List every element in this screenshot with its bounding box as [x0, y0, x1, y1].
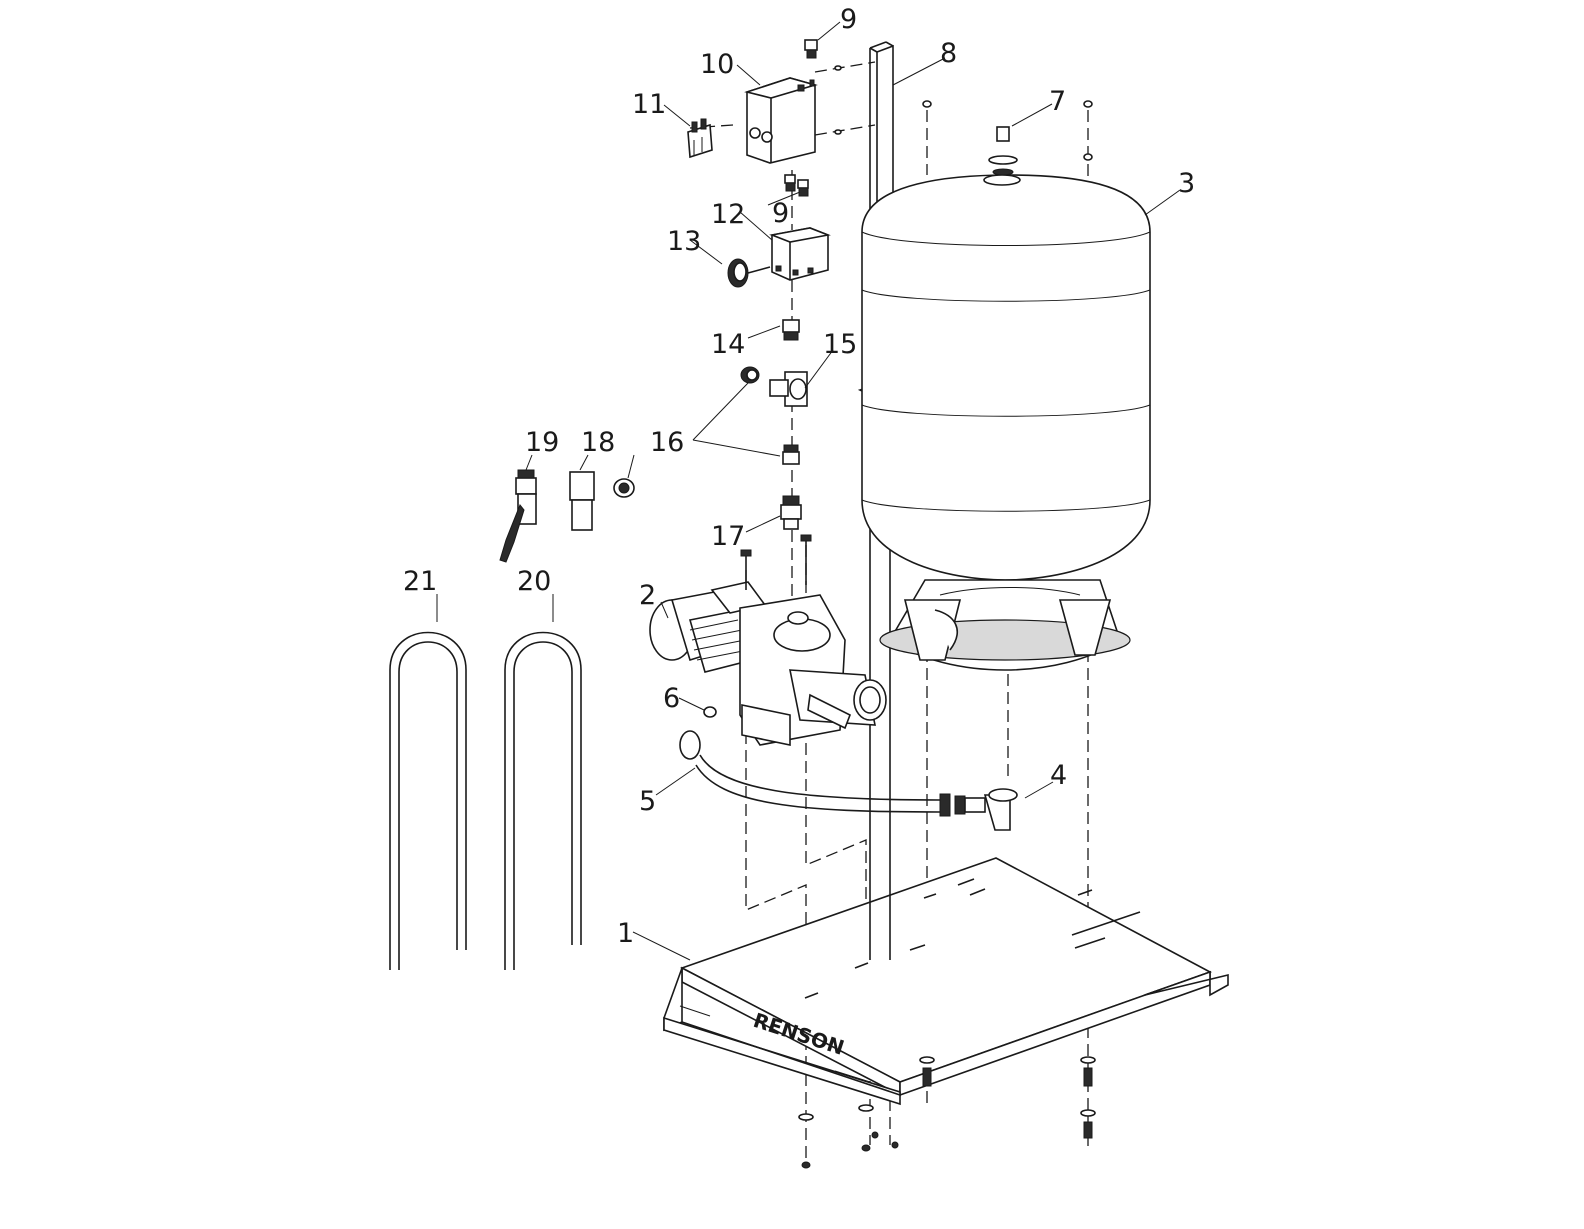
inlet-valves: [499, 469, 635, 563]
callout-21: 21: [403, 566, 437, 597]
callout-5: 5: [639, 786, 656, 817]
callout-1: 1: [617, 918, 634, 949]
control-box: [744, 77, 818, 164]
terminal-block: [687, 118, 713, 159]
fasteners: [798, 65, 1096, 1169]
callout-2: 2: [639, 580, 656, 611]
callout-8: 8: [940, 38, 957, 69]
callout-15: 15: [823, 329, 857, 360]
leader-lines: [436, 21, 1181, 961]
pressure-gauge: [727, 258, 771, 288]
callout-10: 10: [700, 49, 734, 80]
callout-19: 19: [525, 427, 559, 458]
callout-9-top: 9: [840, 4, 857, 35]
base-plate: RENSON: [663, 857, 1229, 1106]
callout-14: 14: [711, 329, 745, 360]
callout-9-bottom: 9: [772, 198, 789, 229]
callout-7: 7: [1049, 86, 1066, 117]
pump: [649, 534, 887, 746]
callout-16: 16: [650, 427, 684, 458]
callout-17: 17: [711, 521, 745, 552]
callout-13: 13: [667, 226, 701, 257]
flexible-hose: [679, 730, 1018, 831]
callout-18: 18: [581, 427, 615, 458]
callout-labels: 1 2 3 4 5 6 7 8 9 9 10 11 12 13 14 15 16…: [403, 4, 1195, 949]
u-hooks: [389, 631, 582, 970]
callout-3: 3: [1178, 168, 1195, 199]
cable-glands: [784, 39, 818, 197]
pressure-switch: [769, 227, 831, 281]
callout-20: 20: [517, 566, 551, 597]
pressure-tank: [861, 174, 1151, 671]
callout-12: 12: [711, 199, 745, 230]
tank-air-valve: [988, 126, 1018, 176]
callout-6: 6: [663, 683, 680, 714]
o-ring: [703, 706, 717, 718]
callout-4: 4: [1050, 760, 1067, 791]
pipe-fittings: [740, 319, 808, 530]
callout-11: 11: [632, 89, 666, 120]
